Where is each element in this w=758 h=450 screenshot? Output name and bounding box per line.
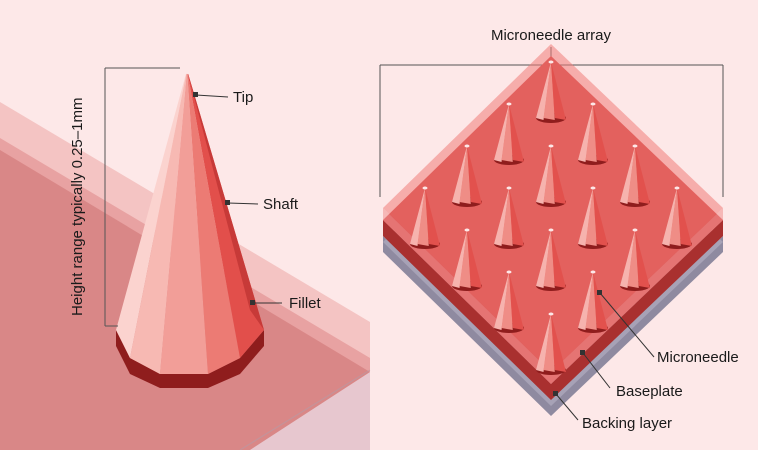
- array-microneedle: [536, 228, 566, 291]
- left-leaders: [195, 94, 282, 304]
- height-range-label: Height range typically 0.25–1mm: [69, 98, 86, 316]
- array-title: Microneedle array: [491, 27, 612, 44]
- array-microneedle: [536, 60, 566, 123]
- height-bracket: [104, 67, 180, 327]
- array-microneedle: [662, 186, 692, 249]
- baseplate-label: Baseplate: [616, 383, 683, 400]
- array-microneedle: [578, 102, 608, 165]
- array-microneedle: [452, 144, 482, 207]
- shaft-label: Shaft: [263, 196, 299, 213]
- array-microneedle: [494, 270, 524, 333]
- fillet-label: Fillet: [289, 295, 322, 312]
- array-microneedle: [452, 228, 482, 291]
- array-microneedle: [536, 312, 566, 375]
- skin-layers: [0, 102, 371, 450]
- microneedle-label: Microneedle: [657, 349, 739, 366]
- array-microneedle: [494, 186, 524, 249]
- right-leaders: [555, 292, 655, 421]
- array-microneedle: [494, 102, 524, 165]
- needle-grid: [410, 60, 692, 375]
- array-microneedle: [620, 144, 650, 207]
- array-microneedle: [620, 228, 650, 291]
- array-microneedle: [578, 270, 608, 333]
- skin-layer-corner: [250, 372, 370, 450]
- array-microneedle: [536, 144, 566, 207]
- array-microneedle: [410, 186, 440, 249]
- backing-layer-label: Backing layer: [582, 415, 672, 432]
- needle-tip-cap: [181, 66, 195, 74]
- tip-label: Tip: [233, 89, 253, 106]
- fillet-base: [116, 330, 264, 388]
- array-microneedle: [578, 186, 608, 249]
